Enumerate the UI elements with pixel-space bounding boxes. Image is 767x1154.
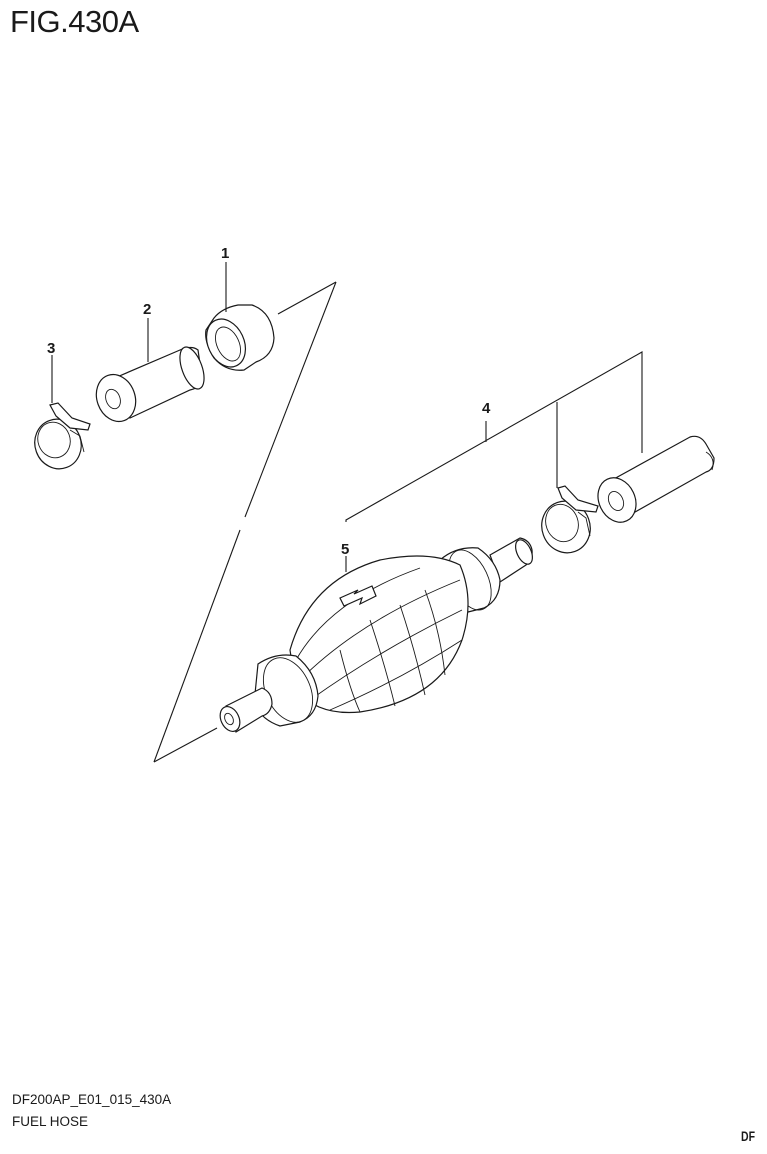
part-1-sleeve[interactable] (199, 262, 275, 373)
part-2-connector[interactable] (90, 318, 209, 427)
drawing-code: DF200AP_E01_015_430A (12, 1092, 172, 1107)
section-name: FUEL HOSE (12, 1114, 89, 1129)
callout-2: 2 (143, 301, 151, 318)
callout-3: 3 (47, 340, 55, 357)
part-4-leader (345, 351, 643, 522)
callout-4: 4 (482, 400, 491, 417)
part-4-hose[interactable] (591, 435, 715, 528)
part-5-primer-bulb[interactable] (216, 537, 535, 734)
part-4-hose-clip[interactable] (535, 485, 599, 560)
callout-5: 5 (341, 541, 349, 558)
corner-mark: DF (741, 1128, 756, 1144)
callout-1: 1 (221, 245, 229, 262)
figure-title: FIG.430A (10, 4, 139, 39)
part-3-hose-clip[interactable] (28, 355, 91, 475)
group-bracket-lines (153, 281, 337, 763)
